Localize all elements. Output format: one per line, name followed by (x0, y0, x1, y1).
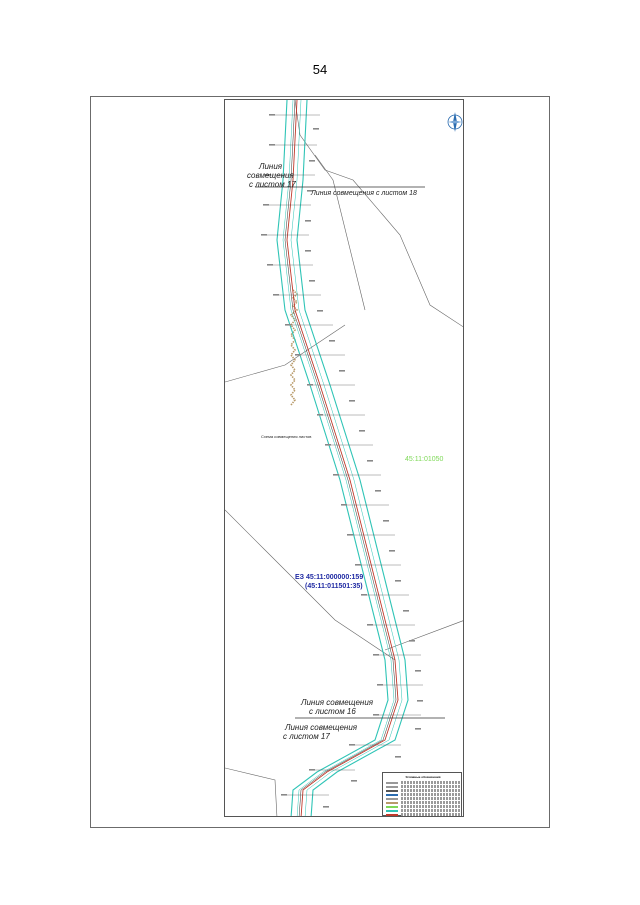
route-black-line (284, 100, 397, 816)
parcel-boundary-bottom-left (225, 767, 278, 816)
map-legend: Условные обозначения (382, 772, 462, 816)
match-label-sheet17-top-3: с листом 17 (249, 180, 296, 189)
corridor-inner-left (282, 100, 395, 816)
legend-row (386, 785, 461, 789)
legend-row (386, 805, 461, 809)
corridor-right-edge (296, 100, 409, 816)
parcel-number-label: 45:11:01050 (405, 456, 444, 463)
legend-row (386, 813, 461, 816)
parcel-boundary-left-2 (225, 509, 396, 661)
legend-title: Условные обозначения (405, 775, 441, 779)
legend-row (386, 781, 461, 785)
parcel-boundary-left-1 (225, 324, 346, 383)
match-label-sheet17-top-1: Линия (259, 162, 283, 171)
parcel-boundary-right-2 (384, 620, 463, 651)
corridor-inner-right (290, 100, 403, 816)
parcel-boundary-top (294, 100, 463, 328)
legend-row (386, 789, 461, 793)
match-label-sheet16-bottom-1: Линия совмещения (301, 698, 374, 707)
station-marks (261, 114, 423, 808)
match-label-sheet16-bottom-2: с листом 16 (309, 707, 356, 716)
scheme-line (289, 289, 299, 406)
match-label-sheet17-bottom-1: Линия совмещения (285, 723, 358, 732)
page-number: 54 (312, 62, 328, 77)
outer-frame (90, 96, 550, 828)
cadastral-boundaries (225, 100, 463, 816)
legend-row (386, 809, 461, 813)
match-label-sheet18-top: Линия совмещения с листом 18 (311, 190, 417, 197)
legend-row (386, 793, 461, 797)
corridor-left-edge (276, 100, 389, 816)
ez-title-label: ЕЗ 45:11:000000:159 (295, 574, 364, 581)
map-canvas[interactable] (225, 100, 464, 817)
scheme-label: Схема совмещения листов (261, 434, 312, 439)
parcel-boundary-right-1 (314, 154, 366, 311)
route-axis (286, 100, 399, 816)
picket-ticks (267, 114, 423, 796)
map-frame[interactable]: Линия совмещения с листом 17 Линия совме… (224, 99, 464, 817)
corridor (276, 100, 409, 816)
compass-rose-icon (447, 112, 463, 132)
legend-row (386, 801, 461, 805)
legend-row (386, 797, 461, 801)
match-label-sheet17-top-2: совмещения (247, 171, 294, 180)
ez-subtitle-label: (45:11:011501:35) (305, 583, 363, 590)
match-label-sheet17-bottom-2: с листом 17 (283, 732, 330, 741)
